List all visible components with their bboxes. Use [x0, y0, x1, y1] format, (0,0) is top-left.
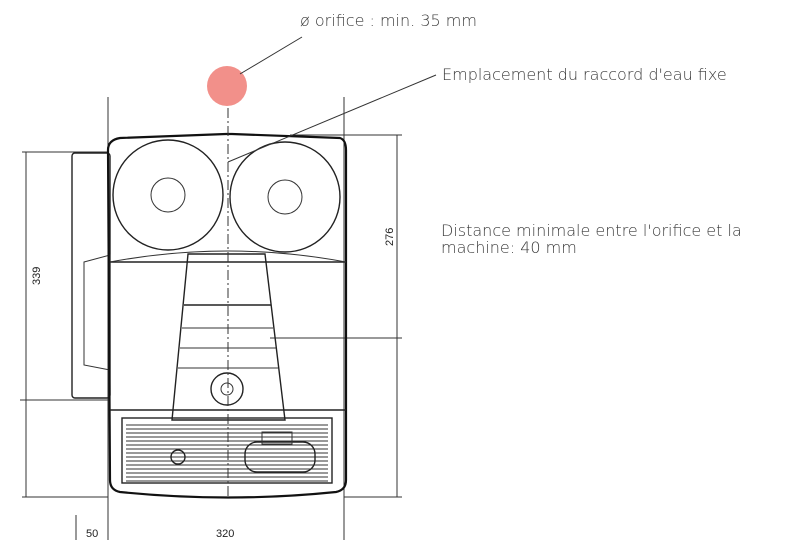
orifice-marker	[207, 66, 247, 106]
dimension-50: 50	[86, 528, 98, 540]
drip-grille	[121, 417, 333, 484]
leader-lines	[227, 36, 437, 163]
orifice-diameter-note: ø orifice : min. 35 mm	[300, 11, 477, 30]
cup-right	[229, 141, 341, 253]
minimum-distance-note: Distance minimale entre l'orifice et la …	[441, 222, 742, 256]
dimension-lines	[20, 97, 402, 540]
dimension-276: 276	[384, 228, 396, 246]
minimum-distance-line-2: machine: 40 mm	[441, 238, 577, 257]
grille-frame	[121, 417, 333, 484]
minimum-distance-line-1: Distance minimale entre l'orifice et la	[441, 221, 742, 240]
grille-fittings	[170, 431, 316, 473]
cup-left	[112, 139, 224, 251]
water-connection-note: Emplacement du raccord d'eau fixe	[442, 65, 727, 84]
dimension-339: 339	[31, 267, 43, 285]
dimension-320: 320	[216, 528, 234, 540]
